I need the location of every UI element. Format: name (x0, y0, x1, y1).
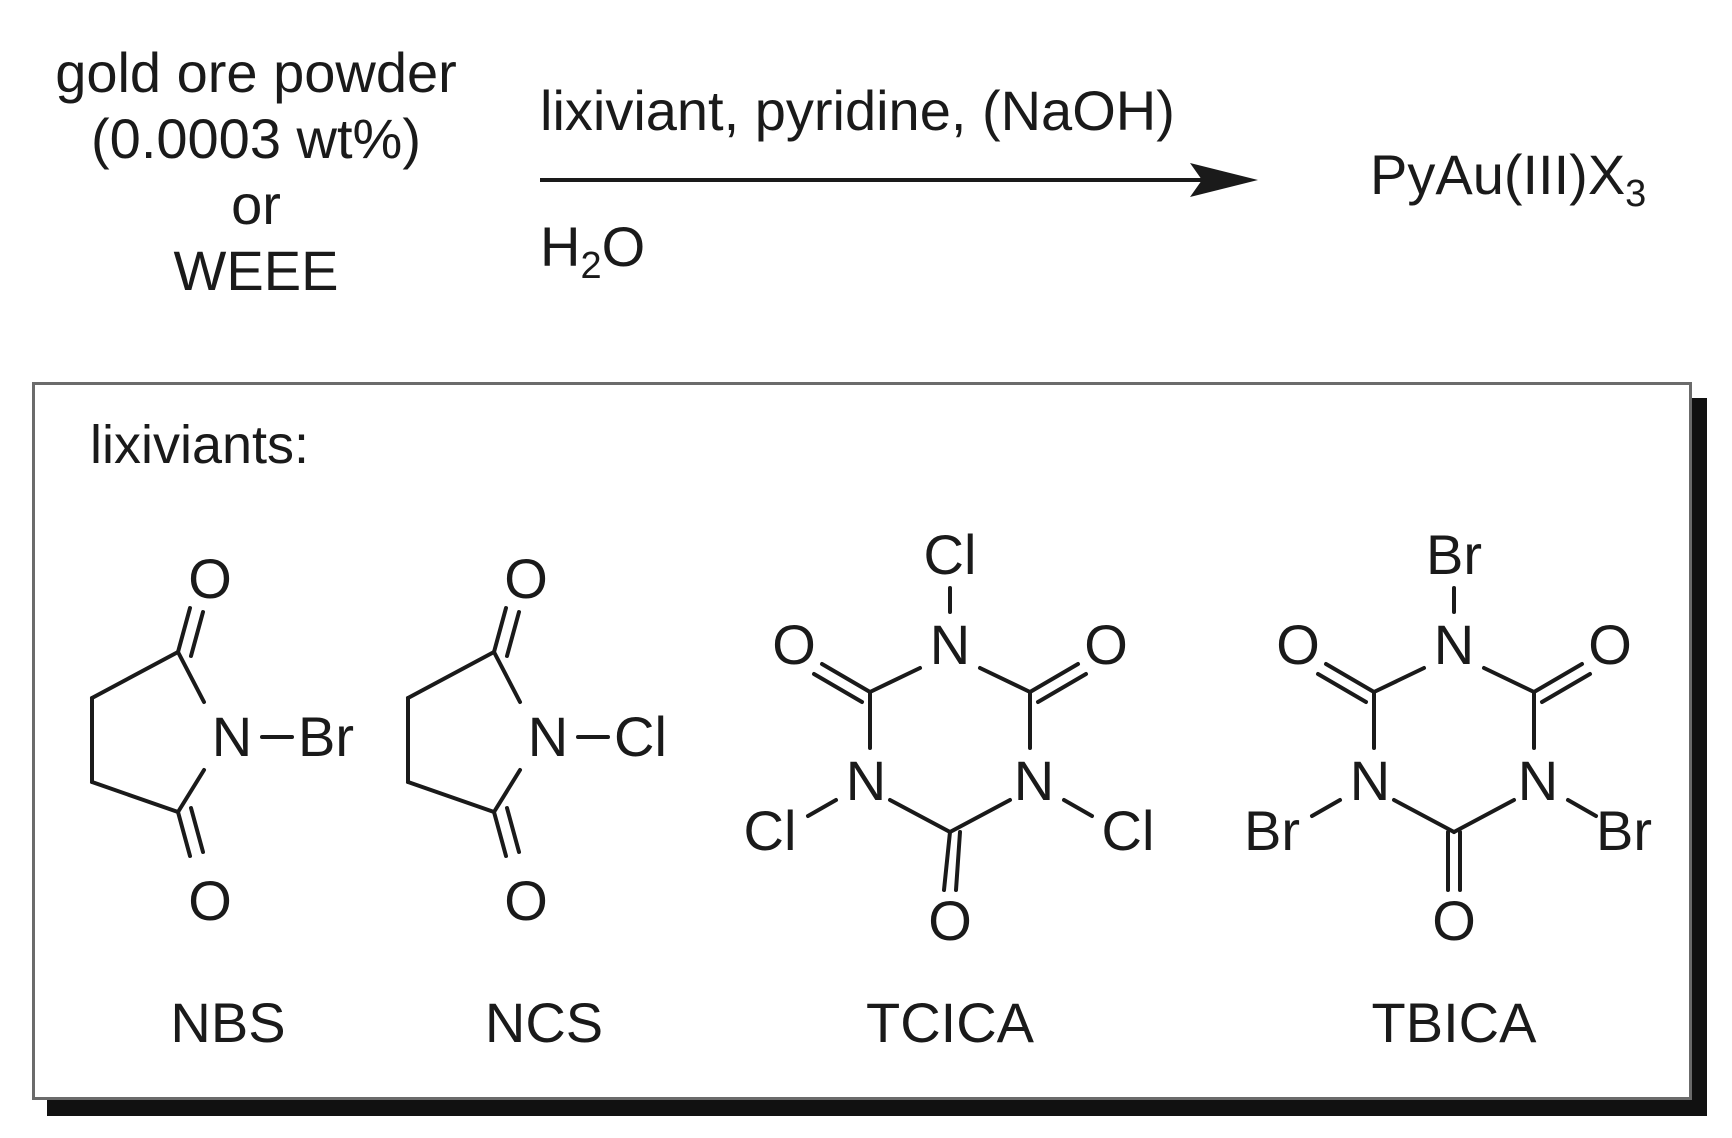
solvent-subscript: 2 (580, 245, 602, 288)
tbica-x-right: Br (1596, 799, 1652, 862)
compound-name-ncs: NCS (484, 991, 604, 1054)
tbica-o-bottom: O (1432, 889, 1476, 952)
tbica-structure (1310, 586, 1598, 892)
conditions-above: lixiviant, pyridine, (NaOH) (540, 79, 1175, 142)
lixiviants-panel (32, 382, 1692, 1100)
tbica-n-top: N (1434, 613, 1474, 676)
product-main: PyAu(III)X (1370, 143, 1626, 206)
reactant-block: gold ore powder (0.0003 wt%) or WEEE (0, 40, 512, 304)
reactant-line: or (231, 173, 281, 236)
tcica-o-left: O (772, 613, 816, 676)
tcica-x-left: Cl (744, 799, 797, 862)
tcica-n-left: N (846, 749, 886, 812)
tcica-structure (806, 586, 1094, 892)
conditions-below: H2O (540, 214, 645, 288)
tbica-o-left: O (1276, 613, 1320, 676)
reactant-line: WEEE (173, 239, 339, 302)
solvent-tail: O (601, 215, 646, 278)
product: PyAu(III)X3 (1370, 142, 1646, 216)
tbica-x-top: Br (1426, 523, 1482, 586)
reactant-line: gold ore powder (55, 41, 457, 104)
ncs-halogen: Cl (614, 705, 667, 768)
solvent-main: H (540, 215, 581, 278)
ncs-o-top: O (504, 547, 548, 610)
ncs-structure (406, 606, 610, 858)
panel-label: lixiviants: (90, 415, 310, 475)
compound-name-tcica: TCICA (866, 991, 1034, 1054)
nbs-o-bottom: O (188, 869, 232, 932)
tcica-o-right: O (1084, 613, 1128, 676)
tcica-o-bottom: O (928, 889, 972, 952)
nbs-n: N (212, 705, 252, 768)
tbica-x-left: Br (1244, 799, 1300, 862)
tbica-o-right: O (1588, 613, 1632, 676)
ncs-o-bottom: O (504, 869, 548, 932)
ncs-n: N (528, 705, 568, 768)
tcica-n-top: N (930, 613, 970, 676)
reaction-arrow (540, 163, 1258, 197)
nbs-o-top: O (188, 547, 232, 610)
compound-name-nbs: NBS (170, 991, 286, 1054)
compound-name-tbica: TBICA (1371, 991, 1537, 1054)
tcica-n-right: N (1014, 749, 1054, 812)
tcica-x-right: Cl (1102, 799, 1155, 862)
nbs-halogen: Br (298, 705, 354, 768)
tbica-n-right: N (1518, 749, 1558, 812)
product-subscript: 3 (1625, 173, 1647, 216)
reactant-line: (0.0003 wt%) (91, 107, 421, 170)
tcica-x-top: Cl (924, 523, 977, 586)
nbs-structure (90, 606, 294, 858)
tbica-n-left: N (1350, 749, 1390, 812)
